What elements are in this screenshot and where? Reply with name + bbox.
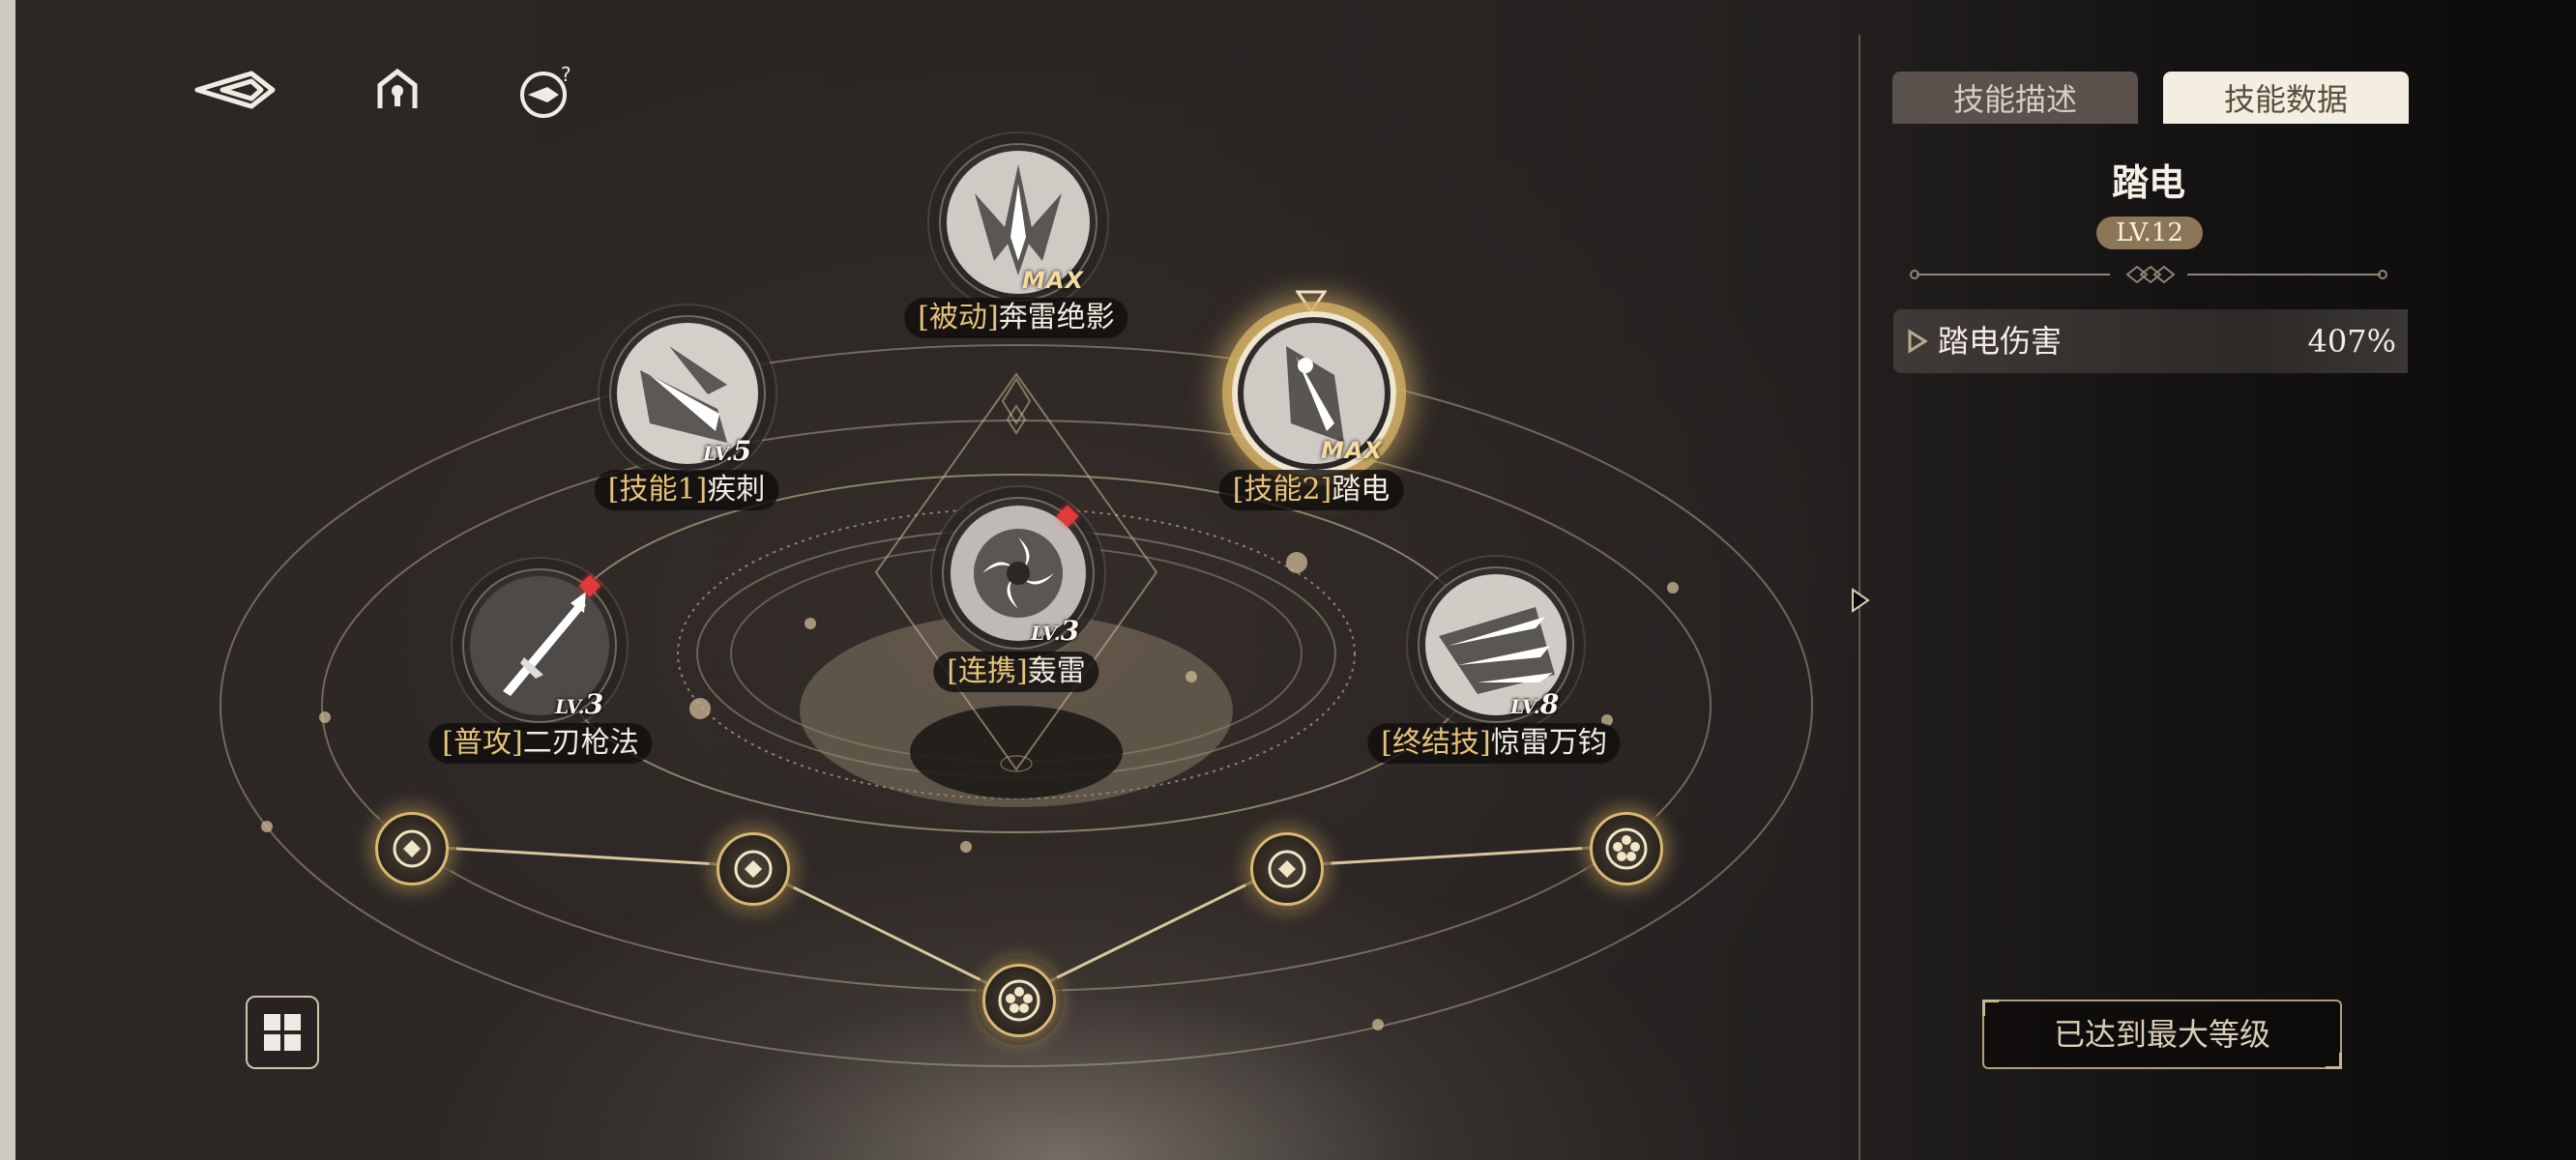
collapse-panel-icon[interactable]: [1849, 584, 1872, 617]
skill-type: [被动]: [918, 301, 999, 334]
max-level-label: 已达到最大等级: [2053, 1016, 2270, 1053]
skill-level: 8: [1539, 688, 1560, 720]
skill-label: [普攻]二刃枪法: [428, 723, 653, 764]
stat-row: 踏电伤害 407%: [1893, 309, 2408, 373]
talent-node-swap-diamond-icon[interactable]: [375, 812, 449, 885]
stat-arrow-icon: [1908, 329, 1928, 354]
frame-corner: [1982, 1000, 1999, 1016]
svg-text:?: ?: [561, 63, 571, 86]
home-icon[interactable]: [375, 68, 420, 112]
grid-menu-button[interactable]: [246, 996, 319, 1069]
skill-type: [普攻]: [442, 726, 523, 760]
max-badge: MAX: [1022, 267, 1084, 294]
tab-skill-description[interactable]: 技能描述: [1892, 72, 2138, 124]
skill-level: 5: [732, 435, 752, 467]
stat-value: 407%: [2307, 323, 2396, 360]
stat-label: 踏电伤害: [1938, 323, 2063, 360]
skill-type: [技能2]: [1232, 473, 1332, 507]
skill-label: [技能2]踏电: [1218, 470, 1404, 510]
skill-name: 奔雷绝影: [998, 301, 1115, 334]
selected-skill-name: 踏电: [2111, 160, 2185, 204]
level-prefix: LV.: [703, 442, 733, 465]
skill2-icon[interactable]: [1232, 311, 1396, 476]
skill-level: 3: [584, 688, 604, 720]
skill-type: [终结技]: [1381, 726, 1491, 760]
help-bird-icon[interactable]: ?: [518, 62, 578, 118]
skill-name: 踏电: [1332, 473, 1390, 507]
orbit-decoration: [220, 344, 1813, 1067]
max-badge: MAX: [1321, 437, 1383, 464]
grid-icon: [264, 1014, 301, 1051]
skill-label: [技能1]疾刺: [594, 470, 779, 510]
back-arrow-icon[interactable]: [193, 68, 277, 112]
skill1-icon[interactable]: [609, 315, 766, 472]
combo-skill-icon[interactable]: [942, 497, 1095, 650]
skill-name: 轰雷: [1027, 654, 1086, 688]
level-prefix: LV.: [1510, 695, 1540, 718]
tab-skill-data[interactable]: 技能数据: [2163, 72, 2409, 124]
skill-label: [终结技]惊雷万钧: [1367, 723, 1621, 764]
skill-label: [连携]轰雷: [933, 652, 1099, 692]
skill-name: 惊雷万钧: [1490, 726, 1607, 760]
basic-attack-icon[interactable]: [462, 568, 617, 723]
skill-label: [被动]奔雷绝影: [904, 298, 1128, 338]
talent-node-flower-icon[interactable]: [982, 964, 1056, 1037]
talent-node-swap-diamond-icon[interactable]: [717, 832, 790, 906]
skill-name: 二刃枪法: [522, 726, 639, 760]
left-edge-strip: [0, 0, 15, 1160]
max-level-button[interactable]: 已达到最大等级: [1982, 1000, 2342, 1069]
skill-level: 3: [1060, 615, 1080, 647]
skill-type: [技能1]: [607, 473, 708, 507]
frame-corner: [2326, 1053, 2342, 1069]
skill-name: 疾刺: [707, 473, 766, 507]
selected-indicator-icon: [1296, 290, 1327, 313]
level-badge: LV.12: [2096, 217, 2203, 249]
divider-ornament: [1910, 265, 2387, 284]
ultimate-skill-icon[interactable]: [1418, 566, 1574, 723]
talent-node-swap-diamond-icon[interactable]: [1250, 832, 1324, 906]
level-prefix: LV.: [1031, 622, 1061, 645]
level-prefix: LV.: [555, 695, 585, 718]
talent-node-flower-icon[interactable]: [1590, 812, 1663, 885]
skill-type: [连携]: [947, 654, 1028, 688]
